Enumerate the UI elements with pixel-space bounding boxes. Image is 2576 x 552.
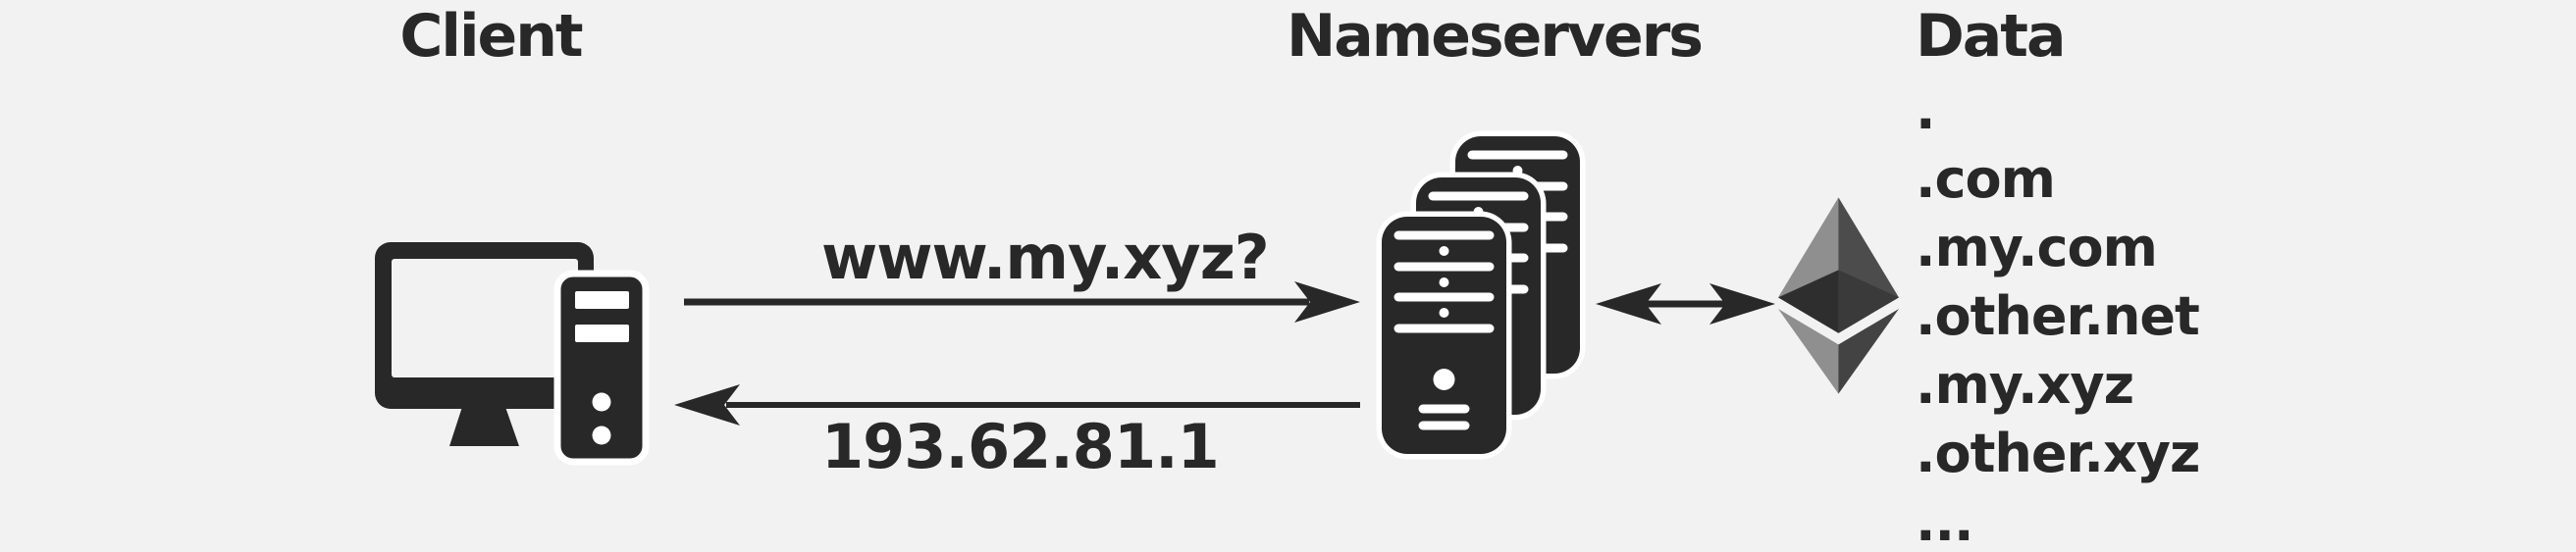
query-arrow — [684, 281, 1360, 323]
data-column-title: Data — [1916, 2, 2066, 71]
data-record-other-xyz: .other.xyz — [1916, 423, 2200, 484]
data-record-com: .com — [1916, 148, 2056, 210]
data-record-my-xyz: .my.xyz — [1916, 354, 2134, 416]
response-label: 193.62.81.1 — [821, 411, 1220, 482]
data-records-list: . .com .my.com .other.net .my.xyz .other… — [1916, 76, 2200, 552]
query-label: www.my.xyz? — [821, 222, 1270, 293]
nameservers-column-title: Nameservers — [1287, 2, 1704, 71]
ethereum-logo-icon — [1778, 197, 1899, 394]
data-record-ellipsis: ... — [1916, 491, 1974, 552]
data-record-other-net: .other.net — [1916, 285, 2200, 347]
server-front — [1377, 212, 1512, 460]
response-arrow — [674, 384, 1360, 426]
data-record-root: . — [1916, 79, 1936, 141]
client-column-title: Client — [399, 2, 583, 71]
lookup-double-arrow — [1596, 283, 1775, 325]
computer-tower — [553, 270, 650, 466]
data-record-my-com: .my.com — [1916, 217, 2158, 278]
monitor — [375, 242, 594, 446]
desktop-computer-icon — [375, 242, 650, 466]
server-stack-icon — [1369, 125, 1600, 464]
